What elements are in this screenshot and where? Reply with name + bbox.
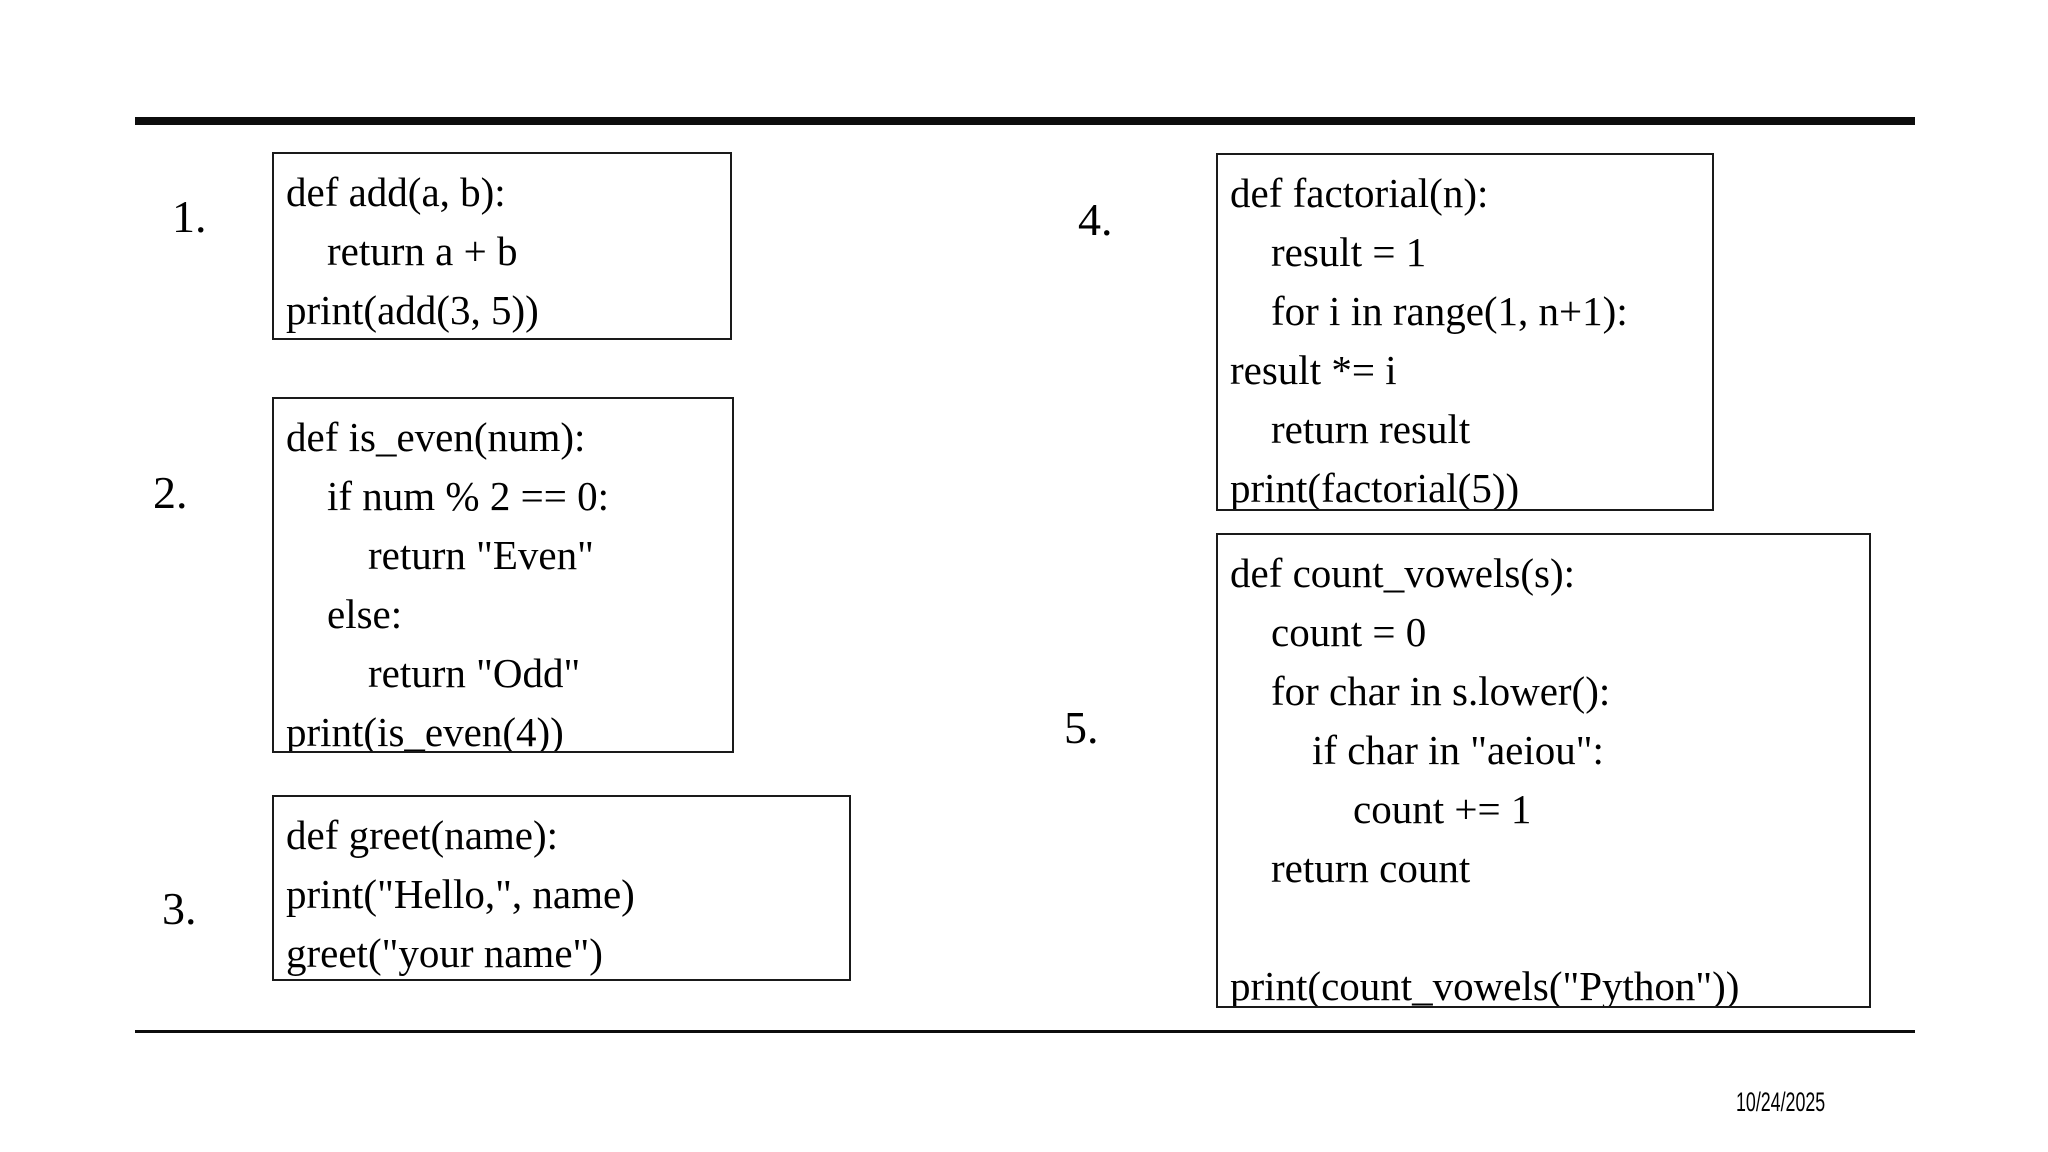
code-box-2: def is_even(num): if num % 2 == 0: retur… (272, 397, 734, 753)
code-box-4: def factorial(n): result = 1 for i in ra… (1216, 153, 1714, 511)
top-rule (135, 117, 1915, 125)
problem-number-3: 3. (162, 883, 197, 934)
code-box-1: def add(a, b): return a + b print(add(3,… (272, 152, 732, 340)
code-box-3: def greet(name): print("Hello,", name) g… (272, 795, 851, 981)
code-box-5: def count_vowels(s): count = 0 for char … (1216, 533, 1871, 1008)
problem-number-5: 5. (1064, 702, 1099, 753)
footer-date: 10/24/2025 (1736, 1087, 1826, 1117)
bottom-rule (135, 1030, 1915, 1033)
problem-number-2: 2. (153, 467, 188, 518)
problem-number-1: 1. (172, 191, 207, 242)
problem-number-4: 4. (1078, 194, 1113, 245)
